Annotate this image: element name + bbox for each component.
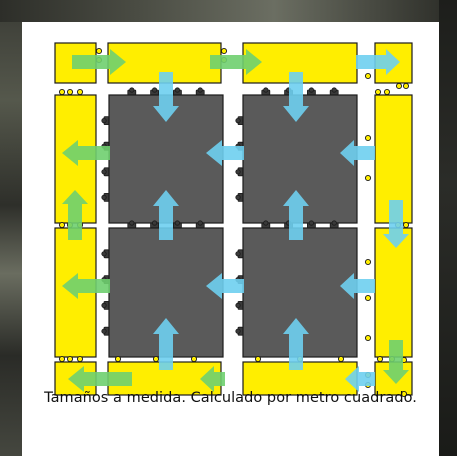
background-photo-top <box>0 0 457 22</box>
arrow-icon <box>356 49 400 75</box>
tile-stud-knob <box>129 220 135 226</box>
tile-stud-knob <box>152 87 158 93</box>
arrow-icon <box>153 318 179 370</box>
tile-stud-knob <box>129 87 135 93</box>
arrow-icon <box>62 273 110 299</box>
caption: Tamaños a medida. Calculado por metro cu… <box>44 390 417 406</box>
connector-knob <box>364 72 372 80</box>
tile-stud-knob <box>174 87 180 93</box>
background-photo-right <box>439 0 457 456</box>
tile-stud-knob <box>174 220 180 226</box>
connector-knob <box>254 355 262 363</box>
connector-knob <box>190 355 198 363</box>
tile-stud-knob <box>235 328 241 334</box>
connector-knob <box>400 390 408 398</box>
arrow-icon <box>62 140 110 166</box>
tile-stud-knob <box>308 87 314 93</box>
tile-stud-knob <box>101 169 107 175</box>
connector-knob <box>374 88 382 96</box>
tile-stud-knob <box>331 87 337 93</box>
tile-stud-knob <box>101 251 107 257</box>
connector-knob <box>337 355 345 363</box>
tile-stud-knob <box>235 251 241 257</box>
connector-knob <box>114 355 122 363</box>
arrow-icon <box>62 190 88 240</box>
connector-knob <box>58 221 66 229</box>
tile-stud-knob <box>263 87 269 93</box>
arrow-icon <box>153 190 179 240</box>
flow-arrows <box>62 49 409 392</box>
tile-stud-knob <box>152 220 158 226</box>
tile-stud-knob <box>235 118 241 124</box>
connector-knob <box>76 355 84 363</box>
arrow-icon <box>68 366 132 392</box>
connector-knob <box>66 355 74 363</box>
connector-knob <box>58 88 66 96</box>
tile-stud-knob <box>101 118 107 124</box>
tile-stud-knob <box>101 302 107 308</box>
tile-stud-knob <box>308 220 314 226</box>
connector-knob <box>364 134 372 142</box>
arrow-icon <box>206 140 244 166</box>
tile-stud-knob <box>331 220 337 226</box>
connector-knob <box>376 355 384 363</box>
arrow-icon <box>383 200 409 248</box>
arrow-icon <box>153 72 179 122</box>
connector-knob <box>402 221 410 229</box>
tile-stud-knob <box>197 87 203 93</box>
tile-stud-knob <box>235 194 241 200</box>
arrow-icon <box>283 72 309 122</box>
connector-knob <box>220 47 228 55</box>
arrow-icon <box>383 340 409 384</box>
edge-connector <box>374 227 413 358</box>
arrow-icon <box>206 273 244 299</box>
arrow-icon <box>72 49 126 75</box>
connector-knob <box>364 294 372 302</box>
connector-knob <box>395 82 403 90</box>
gray-tiles <box>101 87 358 358</box>
tile-stud-knob <box>263 220 269 226</box>
background-photo-left <box>0 0 22 456</box>
connector-knob <box>364 174 372 182</box>
tile-stud-knob <box>197 220 203 226</box>
tile-stud-knob <box>235 302 241 308</box>
tile-stud-knob <box>101 328 107 334</box>
arrow-icon <box>283 190 309 240</box>
connector-knob <box>364 258 372 266</box>
connector-knob <box>66 88 74 96</box>
connector-knob <box>58 355 66 363</box>
arrow-icon <box>200 366 225 392</box>
connector-knob <box>402 82 410 90</box>
tile-stud-knob <box>101 194 107 200</box>
arrow-icon <box>283 318 309 370</box>
connector-knob <box>383 88 391 96</box>
connector-knob <box>152 355 160 363</box>
tile-stud-knob <box>235 169 241 175</box>
connector-knob <box>95 47 103 55</box>
arrow-icon <box>345 366 375 392</box>
connector-knob <box>364 334 372 342</box>
arrow-icon <box>340 140 375 166</box>
arrow-icon <box>340 273 375 299</box>
connector-knob <box>76 88 84 96</box>
arrow-icon <box>210 49 262 75</box>
